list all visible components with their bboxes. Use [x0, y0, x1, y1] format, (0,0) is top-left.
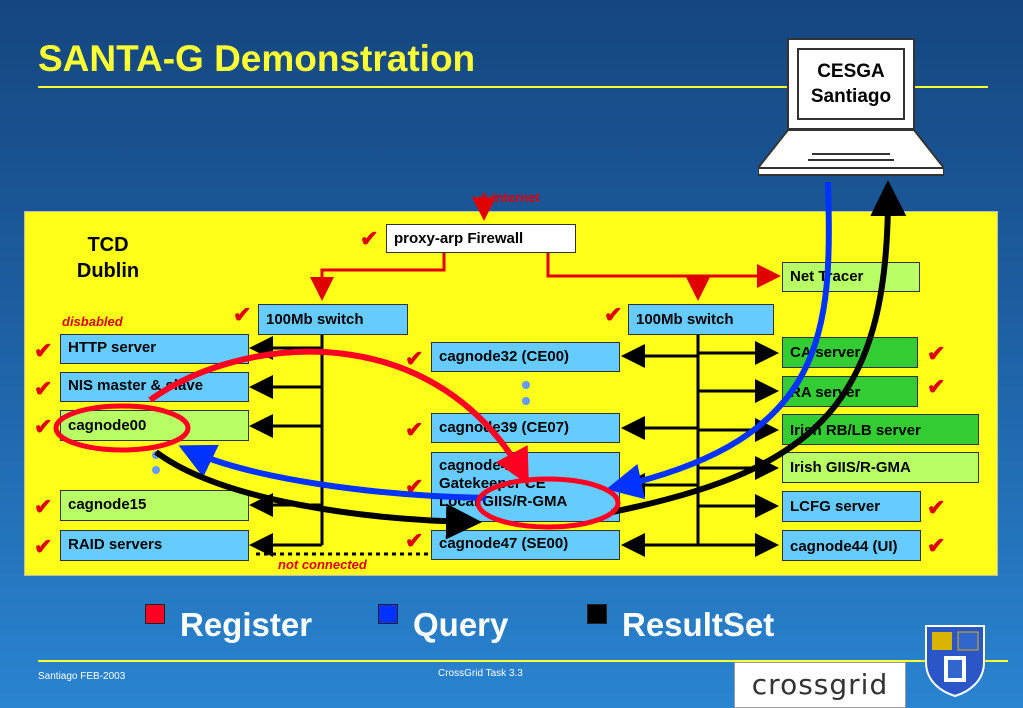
cagnode47-check-icon: ✔	[405, 528, 424, 553]
cagnode15-node: cagnode15	[60, 490, 249, 521]
right-switch-node: 100Mb switch	[628, 304, 774, 335]
cagnode32-check-icon: ✔	[405, 346, 424, 371]
tcd-line1: TCD	[87, 234, 129, 256]
query-legend-swatch	[378, 604, 398, 624]
right-switch-check-icon: ✔	[604, 302, 623, 327]
internet-label: Internet	[492, 190, 540, 205]
http-server-node: HTTP server	[60, 334, 249, 364]
cagnode44-node: cagnode44 (UI)	[782, 530, 921, 561]
tcd-crest-icon	[925, 625, 985, 698]
footer-line	[38, 660, 1008, 662]
register-legend-swatch	[145, 604, 165, 624]
nis-check-icon: ✔	[34, 376, 53, 401]
ca-check-icon: ✔	[927, 341, 946, 366]
query-flow-cagnode00	[178, 444, 487, 501]
cagnode00-highlight	[53, 403, 191, 453]
lcfg-check-icon: ✔	[927, 495, 946, 520]
crossgrid-logo: crossgrid	[734, 662, 906, 708]
irish-rb-node: Irish RB/LB server	[782, 414, 979, 445]
footer-center: CrossGrid Task 3.3	[438, 668, 523, 679]
raid-check-icon: ✔	[34, 534, 53, 559]
not-connected-label: not connected	[278, 557, 367, 572]
register-legend-label: Register	[180, 606, 313, 643]
cagnode45-highlight	[475, 476, 621, 530]
cagnode00-check-icon: ✔	[34, 414, 53, 439]
resultset-flow-cagnode00	[154, 449, 482, 540]
left-switch-check-icon: ✔	[233, 302, 252, 327]
ra-check-icon: ✔	[927, 374, 946, 399]
cagnode44-check-icon: ✔	[927, 533, 946, 558]
tcd-dublin-label: TCD Dublin	[62, 232, 154, 284]
page-title: SANTA-G Demonstration	[38, 38, 476, 79]
cagnode00-node: cagnode00	[60, 410, 249, 441]
laptop-keyboard-icon	[758, 130, 944, 176]
register-flow	[148, 348, 529, 486]
cesga-line2: Santiago	[810, 86, 892, 107]
http-check-icon: ✔	[34, 338, 53, 363]
cagnode47-node: cagnode47 (SE00)	[431, 530, 620, 560]
firewall-check-icon: ✔	[360, 226, 379, 251]
resultset-legend-swatch	[587, 604, 607, 624]
footer-left: Santiago FEB-2003	[38, 671, 126, 682]
lcfg-node: LCFG server	[782, 491, 921, 522]
irish-giis-node: Irish GIIS/R-GMA	[782, 452, 979, 483]
cesga-line1: CESGA	[817, 61, 885, 82]
cagnode15-check-icon: ✔	[34, 494, 53, 519]
query-legend-label: Query	[413, 606, 509, 643]
cagnode32-node: cagnode32 (CE00)	[431, 342, 620, 372]
title-underline	[38, 86, 988, 88]
tcd-line2: Dublin	[76, 260, 140, 282]
resultset-flow-laptop	[611, 180, 907, 515]
firewall-node: proxy-arp Firewall	[386, 224, 576, 253]
cagnode39-check-icon: ✔	[405, 417, 424, 442]
net-tracer-node: Net Tracer	[782, 262, 920, 292]
left-switch-node: 100Mb switch	[258, 304, 408, 335]
resultset-legend-label: ResultSet	[622, 606, 775, 643]
disabled-label: disbabled	[62, 314, 123, 329]
raid-servers-node: RAID servers	[60, 530, 249, 561]
cagnode39-node: cagnode39 (CE07)	[431, 413, 620, 443]
query-flow-laptop	[606, 181, 832, 500]
cesga-label: CESGA Santiago	[797, 48, 905, 120]
